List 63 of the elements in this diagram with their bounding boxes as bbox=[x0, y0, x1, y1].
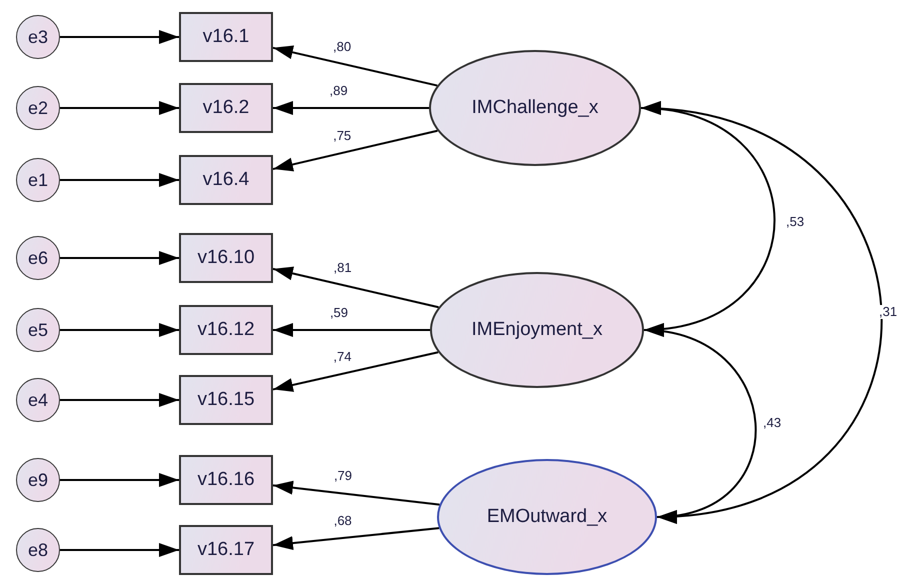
arrow bbox=[273, 323, 430, 337]
arrow bbox=[60, 393, 179, 407]
error-term-circle bbox=[16, 458, 60, 502]
variable-name: e2 bbox=[28, 98, 48, 118]
edge-label: ,79 bbox=[332, 469, 354, 484]
edge-label: ,68 bbox=[332, 514, 353, 528]
edge-label: ,81 bbox=[332, 260, 353, 275]
observed-variable-box bbox=[179, 375, 273, 425]
variable-name: IMEnjoyment_x bbox=[472, 319, 602, 341]
variable-name: EMOutward_x bbox=[486, 506, 608, 528]
observed-variable-box bbox=[179, 305, 273, 355]
error-term-circle bbox=[16, 378, 60, 422]
edge-label: ,89 bbox=[328, 84, 349, 98]
variable-name: e8 bbox=[28, 540, 48, 560]
observed-variable-box bbox=[179, 12, 273, 62]
error-term-circle bbox=[16, 15, 60, 59]
edge-label: ,75 bbox=[332, 128, 352, 143]
edge-label: ,80 bbox=[332, 40, 352, 54]
variable-name: IMChallenge_x bbox=[472, 97, 598, 119]
observed-variable-box bbox=[179, 83, 273, 133]
variable-name: v16.2 bbox=[202, 97, 250, 119]
arrow bbox=[60, 543, 179, 557]
variable-name: v16.10 bbox=[197, 247, 255, 269]
variable-name: v16.12 bbox=[197, 319, 255, 341]
variable-name: v16.16 bbox=[197, 469, 255, 491]
arrow bbox=[272, 480, 440, 506]
arrow bbox=[272, 351, 438, 392]
arrow bbox=[272, 45, 438, 87]
arrow bbox=[273, 101, 429, 115]
arrow bbox=[272, 130, 438, 172]
edge-label: ,59 bbox=[328, 306, 350, 320]
arrow bbox=[60, 323, 179, 337]
variable-name: v16.17 bbox=[197, 539, 255, 561]
arrow bbox=[60, 101, 179, 115]
arrow bbox=[272, 266, 439, 308]
error-term-circle bbox=[16, 528, 60, 572]
error-term-circle bbox=[16, 308, 60, 352]
arrow bbox=[60, 251, 179, 265]
observed-variable-box bbox=[179, 233, 273, 283]
arrow bbox=[60, 173, 179, 187]
variable-name: v16.15 bbox=[197, 389, 255, 411]
variable-name: e1 bbox=[28, 170, 48, 190]
variable-name: v16.4 bbox=[202, 169, 250, 191]
error-term-circle bbox=[16, 158, 60, 202]
arrow bbox=[272, 527, 440, 550]
edge-label: ,53 bbox=[785, 215, 806, 229]
variable-name: e6 bbox=[28, 248, 48, 268]
variable-name: e9 bbox=[28, 470, 48, 490]
error-term-circle bbox=[16, 236, 60, 280]
observed-variable-box bbox=[179, 155, 273, 205]
error-term-circle bbox=[16, 86, 60, 130]
observed-variable-box bbox=[179, 525, 273, 575]
variable-name: e5 bbox=[28, 320, 48, 340]
edge-label: ,74 bbox=[332, 350, 352, 364]
edge-label: ,31 bbox=[878, 305, 898, 319]
variable-name: e4 bbox=[28, 390, 48, 410]
variable-name: e3 bbox=[28, 26, 48, 48]
variable-name: v16.1 bbox=[202, 26, 250, 48]
arrow bbox=[60, 473, 179, 487]
covariance-arrow bbox=[640, 103, 882, 522]
observed-variable-box bbox=[179, 455, 273, 505]
arrow bbox=[60, 30, 179, 44]
edge-label: ,43 bbox=[762, 416, 782, 430]
